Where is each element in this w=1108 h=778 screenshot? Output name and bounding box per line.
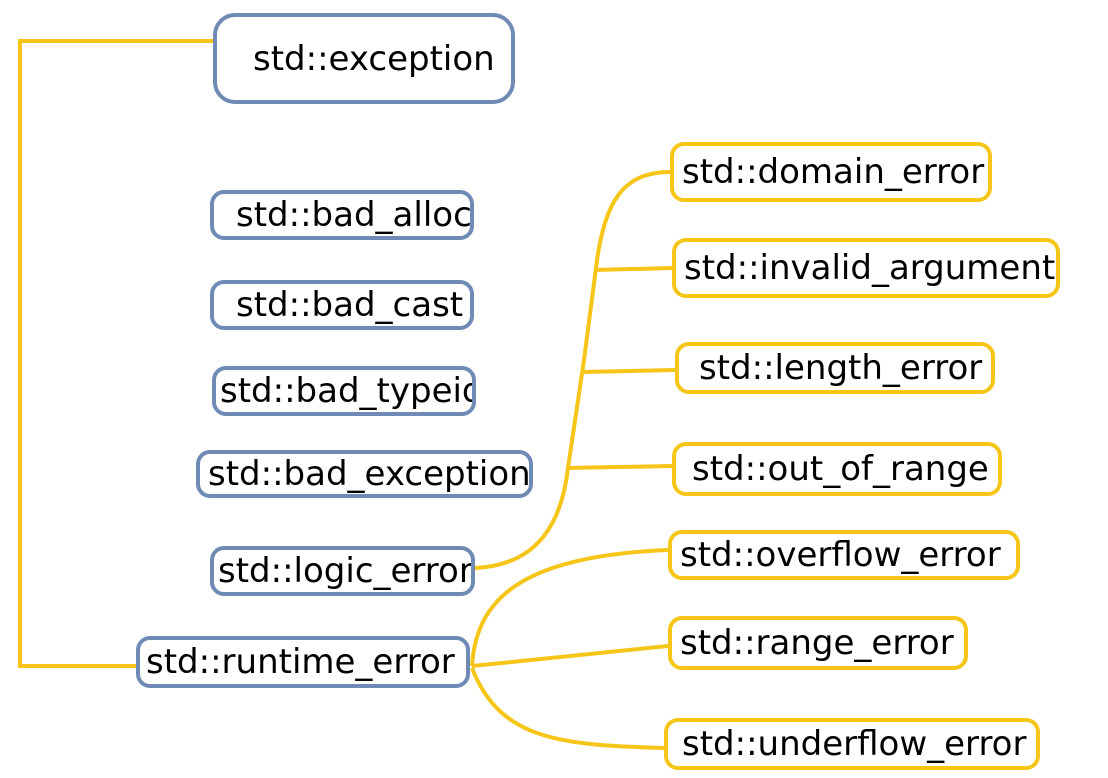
node-std-bad-cast: std::bad_cast [210,280,474,330]
edge-logic-error-trunk [474,170,671,570]
node-std-exception: std::exception [213,13,515,104]
node-std-bad-alloc: std::bad_alloc [210,190,474,240]
node-std-domain-error: std::domain_error [670,142,992,202]
node-std-underflow-error: std::underflow_error [664,718,1040,770]
edge-exception-runtime-error [18,39,213,668]
edge-runtime-error-range-error [471,644,669,668]
edge-logic-error-invalid-argument [593,266,673,272]
node-std-length-error: std::length_error [675,342,995,394]
edge-logic-error-out-of-range [565,464,673,470]
edge-runtime-error-underflow-error [470,667,665,750]
edge-runtime-error-overflow-error [470,548,669,667]
node-std-out-of-range: std::out_of_range [672,442,1002,496]
node-std-overflow-error: std::overflow_error [668,530,1020,580]
node-std-runtime-error: std::runtime_error [136,636,470,688]
node-std-invalid-argument: std::invalid_argument [672,238,1060,298]
edge-logic-error-length-error [581,368,676,374]
node-std-bad-typeid: std::bad_typeid [212,366,476,416]
node-std-logic-error: std::logic_error [210,546,475,596]
node-std-bad-exception: std::bad_exception [196,450,533,498]
node-std-range-error: std::range_error [668,616,968,670]
